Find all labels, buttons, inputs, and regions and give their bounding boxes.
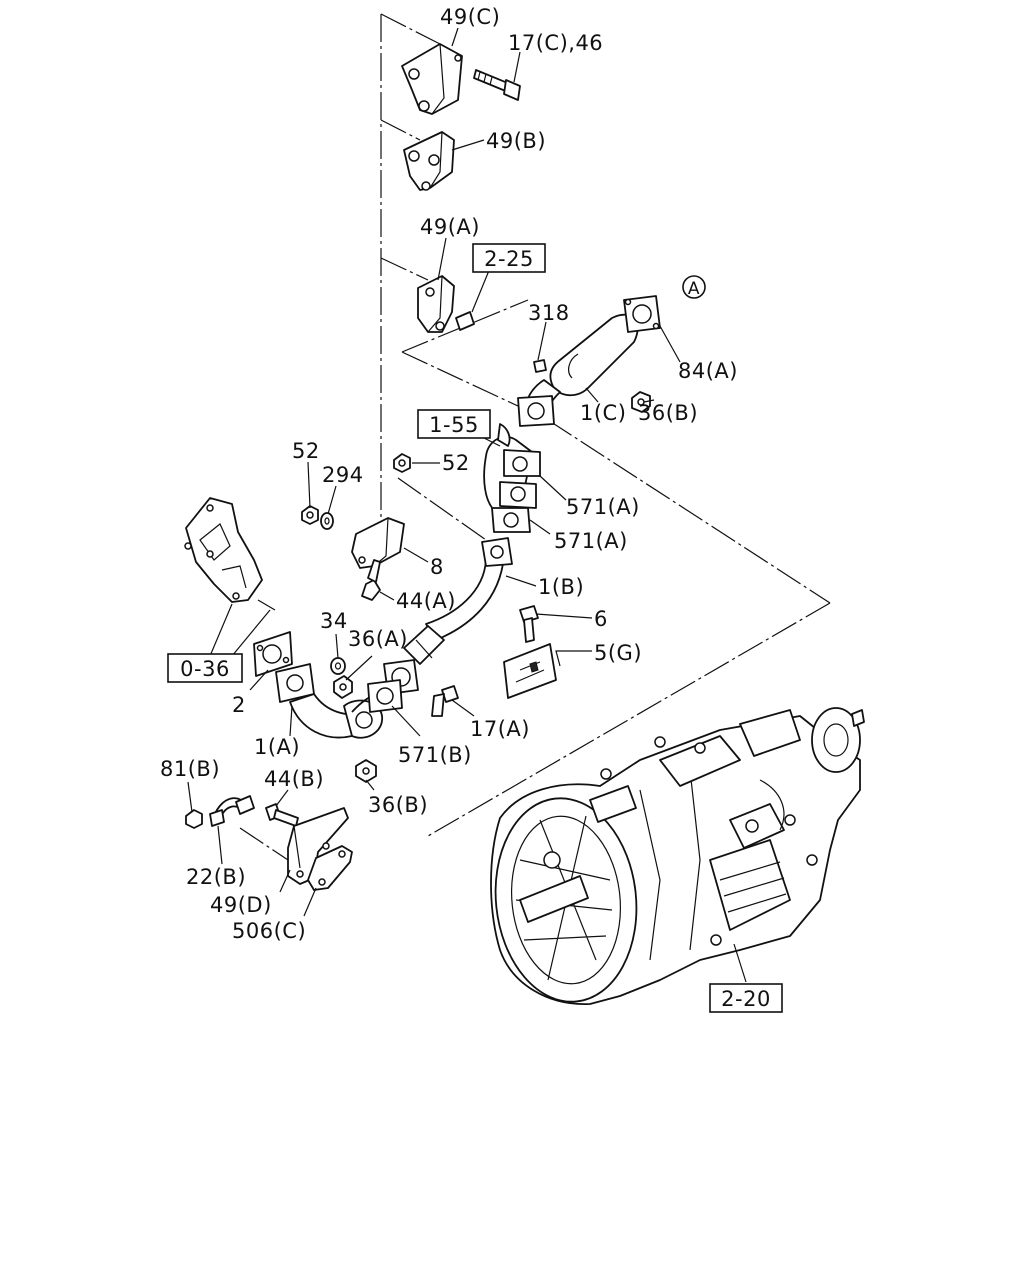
callout-34: 34: [320, 609, 348, 633]
bolt-17a: [431, 685, 459, 717]
callout-318: 318: [528, 301, 570, 325]
callouts: 49(C) 17(C),46 49(B) 49(A) 318 84(A) 1(C…: [160, 5, 738, 943]
callout-8: 8: [430, 555, 444, 579]
nut-81b: [185, 809, 203, 829]
callout-81b: 81(B): [160, 757, 220, 781]
callout-571b: 571(B): [398, 743, 472, 767]
marker-a: A: [682, 275, 706, 299]
callout-294: 294: [322, 463, 364, 487]
callout-2: 2: [232, 693, 246, 717]
nut-52-left: [301, 505, 319, 525]
ref-2-25-label: 2-25: [484, 247, 534, 271]
ref-box-1-55[interactable]: 1-55: [417, 409, 491, 439]
ref-box-0-36[interactable]: 0-36: [167, 653, 243, 683]
bolt-17c: [473, 69, 521, 101]
callout-44b: 44(B): [264, 767, 324, 791]
callout-571a-upper: 571(A): [566, 495, 640, 519]
callout-22b: 22(B): [186, 865, 246, 889]
callout-52-left: 52: [292, 439, 320, 463]
callout-36b-top: 36(B): [638, 401, 698, 425]
nut-36b-bottom: [355, 759, 377, 783]
clamp-22b: [209, 795, 255, 827]
marker-a-label: A: [688, 279, 700, 299]
callout-17a: 17(A): [470, 717, 530, 741]
callout-84a: 84(A): [678, 359, 738, 383]
gasket-2: [253, 631, 293, 677]
shield-5g: [503, 643, 557, 699]
washer-294: [320, 512, 334, 530]
callout-1a: 1(A): [254, 735, 300, 759]
ref-box-2-25[interactable]: 2-25: [472, 243, 546, 273]
washer-34: [330, 657, 346, 675]
callout-49b: 49(B): [486, 129, 546, 153]
bracket-506c: [307, 845, 353, 891]
converter-1c: [517, 295, 661, 427]
bracket-49d: [287, 807, 349, 885]
nut-52-right: [393, 453, 411, 473]
callout-49a: 49(A): [420, 215, 480, 239]
callout-1b: 1(B): [538, 575, 584, 599]
callout-17c-46: 17(C),46: [508, 31, 603, 55]
bracket-49b: [403, 131, 455, 191]
nut-36a: [333, 675, 353, 699]
ref-1-55-label: 1-55: [429, 413, 479, 437]
callout-571a-lower: 571(A): [554, 529, 628, 553]
callout-44a: 44(A): [396, 589, 456, 613]
ref-2-20-label: 2-20: [721, 987, 771, 1011]
gasket-571b: [367, 679, 403, 713]
transmission: [490, 707, 865, 1005]
bolt-44a: [361, 559, 381, 601]
bracket-49a: [417, 275, 475, 333]
nut-36b-top: [631, 391, 651, 413]
leader-lines: [187, 27, 747, 983]
callout-1c: 1(C): [580, 401, 626, 425]
callout-49c: 49(C): [440, 5, 500, 29]
section-references: 2-25 1-55 0-36 2-20: [167, 243, 783, 1013]
ref-box-2-20[interactable]: 2-20: [709, 983, 783, 1013]
callout-5g: 5(G): [594, 641, 642, 665]
callout-36a: 36(A): [348, 627, 408, 651]
callout-49d: 49(D): [210, 893, 272, 917]
callout-36b-bottom: 36(B): [368, 793, 428, 817]
callout-506c: 506(C): [232, 919, 306, 943]
bracket-8: [351, 517, 405, 569]
bracket-49c: [401, 43, 463, 115]
exhaust-manifold: [184, 497, 263, 603]
bolt-6: [519, 605, 539, 643]
callout-6: 6: [594, 607, 608, 631]
ref-0-36-label: 0-36: [180, 657, 230, 681]
callout-52-right: 52: [442, 451, 470, 475]
flex-pipe: [483, 423, 541, 533]
bolt-44b: [265, 803, 299, 827]
front-pipe-1b: [403, 537, 513, 665]
